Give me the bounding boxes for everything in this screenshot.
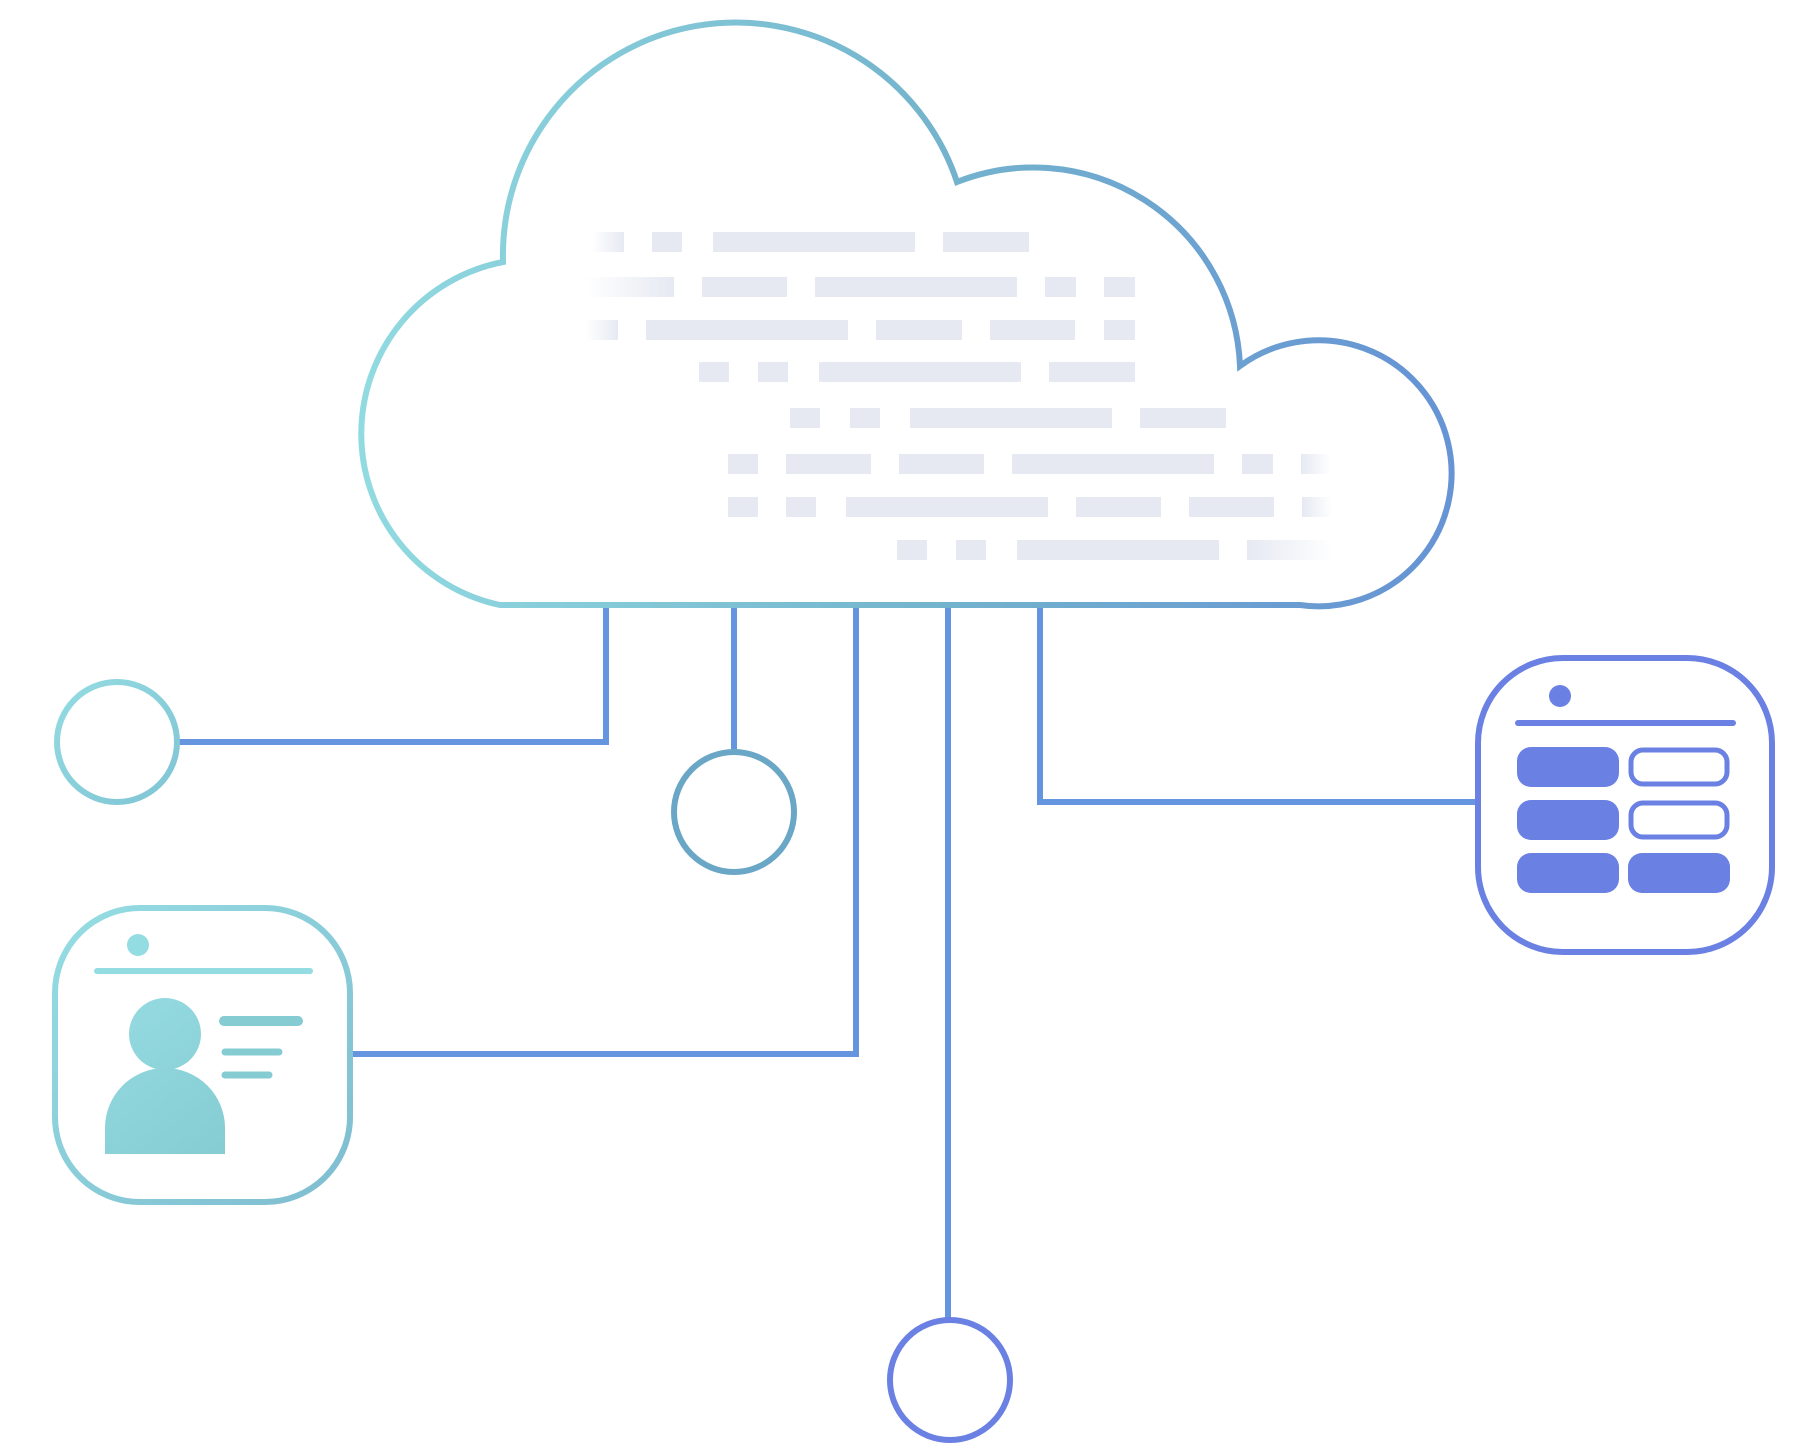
toggle-outline <box>1628 747 1730 787</box>
toggle-outline <box>1628 800 1730 840</box>
settings-toggles <box>1517 747 1730 893</box>
user-profile-card-icon <box>52 905 353 1205</box>
toggle-filled <box>1628 853 1730 893</box>
connector-profile-card <box>350 607 859 1057</box>
settings-card-dot <box>1549 685 1571 707</box>
connector-lines <box>178 607 1478 1318</box>
toggle-filled <box>1517 800 1619 840</box>
circle-node-left-icon <box>54 679 180 805</box>
avatar-icon <box>105 998 225 1154</box>
profile-text-lines <box>219 1016 303 1079</box>
cloud-data-blocks <box>586 232 1333 560</box>
connector-settings-card <box>1037 607 1478 805</box>
profile-card-frame <box>52 905 353 1205</box>
circle-node-middle-icon <box>671 749 797 875</box>
settings-panel-card-icon <box>1475 655 1775 955</box>
circle-node-bottom-icon <box>887 1317 1013 1443</box>
connector-left-node <box>178 607 609 745</box>
profile-card-dot <box>127 934 149 956</box>
toggle-filled <box>1517 747 1619 787</box>
toggle-filled <box>1517 853 1619 893</box>
cloud-icon <box>358 19 1455 610</box>
cloud-outline <box>358 19 1455 610</box>
